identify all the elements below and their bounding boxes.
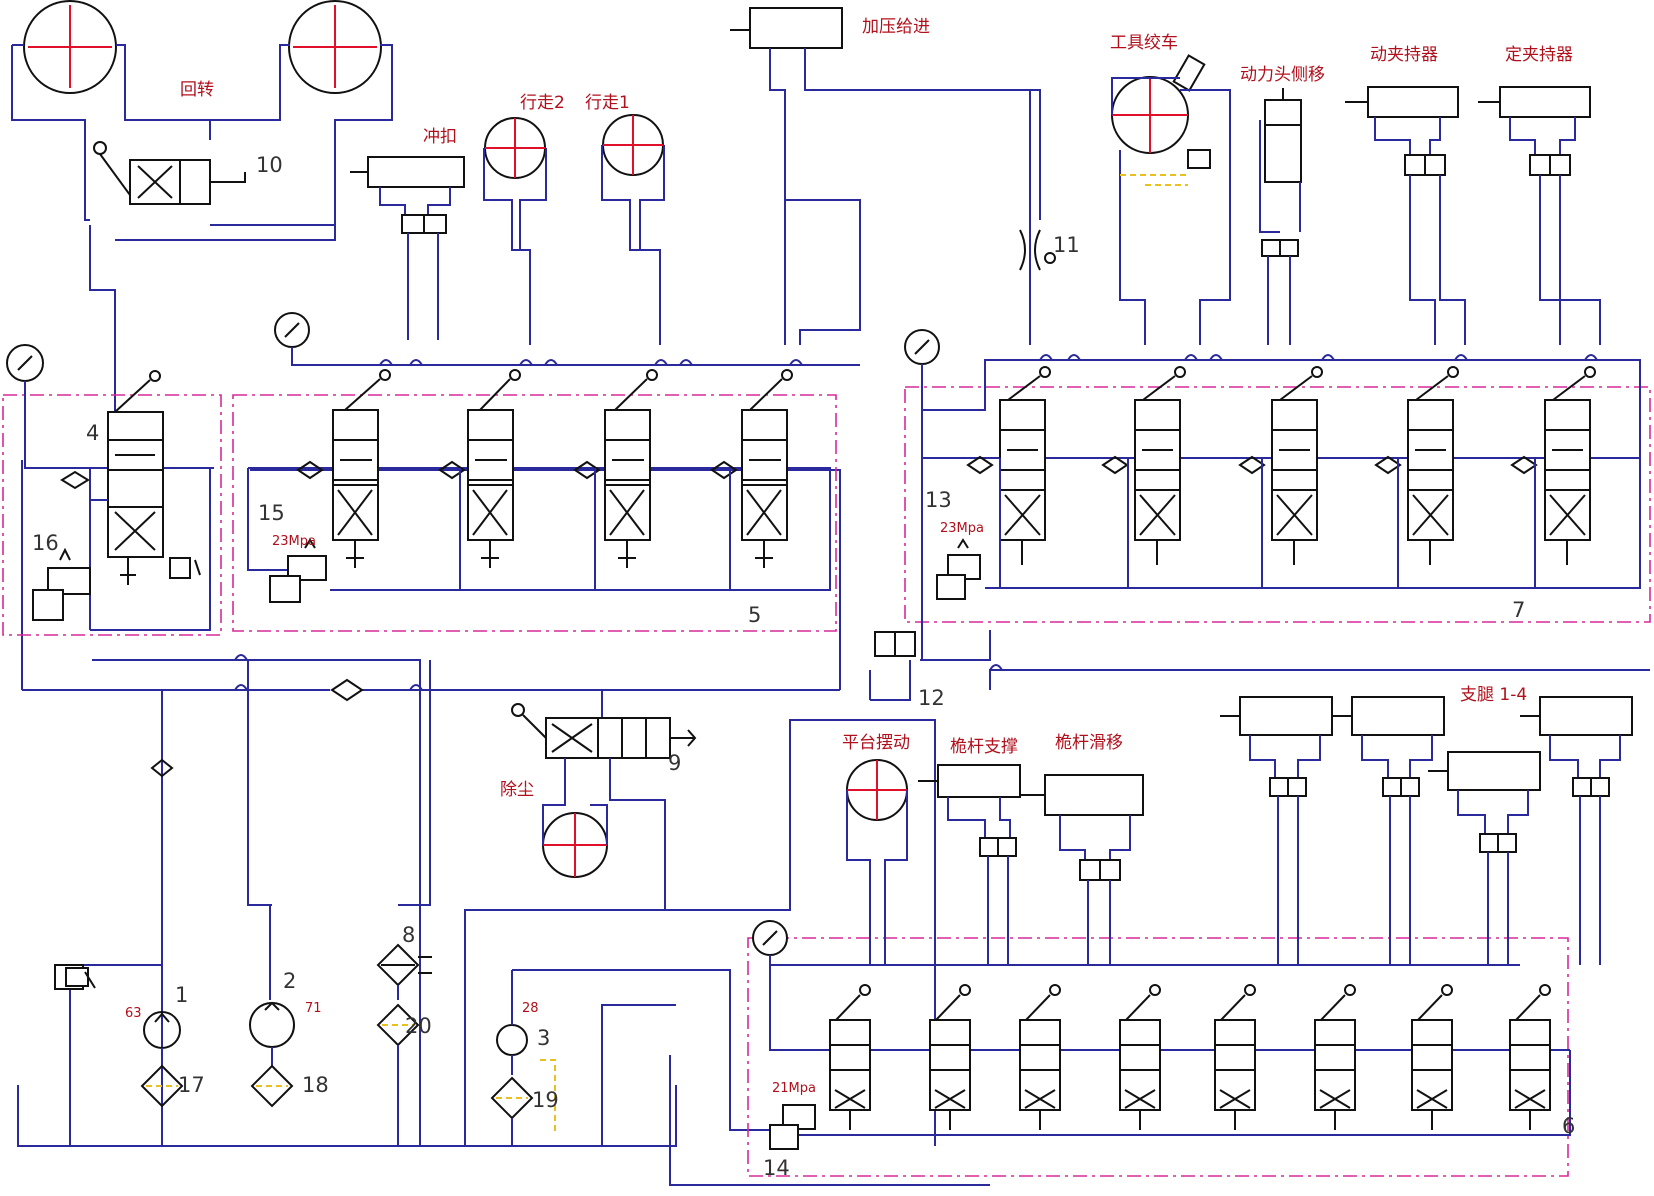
num-8: 8 [402, 923, 415, 947]
label-weiganhuayi: 桅杆滑移 [1055, 733, 1123, 753]
num-18: 18 [302, 1073, 329, 1097]
label-gongjujiaoche: 工具绞车 [1110, 33, 1178, 53]
block-5-valves [296, 359, 803, 590]
num-4: 4 [86, 421, 99, 445]
num-14: 14 [763, 1156, 790, 1180]
block-6 [747, 920, 1571, 1177]
num-16: 16 [32, 531, 59, 555]
component-numbers: 1 2 3 4 5 6 7 8 9 10 11 12 13 14 15 16 1… [32, 153, 1575, 1180]
valve-6a [829, 984, 871, 1130]
chongkou-cylinder [350, 156, 465, 340]
block-7-valves [966, 354, 1598, 588]
fixed-clamp [1478, 86, 1601, 345]
label-dingjiachiqi: 定夹持器 [1505, 45, 1573, 65]
moving-clamp [1345, 86, 1466, 345]
num-12: 12 [918, 686, 945, 710]
num-19: 19 [532, 1088, 559, 1112]
num-7: 7 [1512, 598, 1525, 622]
check-valve-main [330, 678, 364, 702]
pressure-labels: 23Mpa 23Mpa 21Mpa [272, 521, 984, 1096]
filter-20 [376, 1003, 420, 1146]
label-xingzou1: 行走1 [585, 93, 630, 113]
valve-7e [1510, 366, 1596, 588]
num-10: 10 [256, 153, 283, 177]
label-jiayageijin: 加压给进 [862, 17, 930, 37]
label-dongjiachiqi: 动夹持器 [1370, 45, 1438, 65]
power-head-shift [1259, 88, 1302, 345]
label-pump-63: 63 [125, 1006, 142, 1021]
pump-3 [496, 970, 528, 1075]
label-pump-28: 28 [522, 1001, 539, 1016]
pump-2 [249, 1001, 295, 1066]
label-weiganzhicheng: 桅杆支撑 [950, 737, 1018, 757]
block-4 [2, 344, 222, 636]
travel-motor-1 [601, 114, 665, 345]
valve-6c [1019, 984, 1061, 1130]
label-xingzou2: 行走2 [520, 93, 565, 113]
num-20: 20 [405, 1014, 432, 1038]
label-pressure-15: 23Mpa [272, 534, 316, 549]
num-3: 3 [537, 1026, 550, 1050]
chinese-labels: 回转 冲扣 行走2 行走1 加压给进 工具绞车 动力头侧移 动夹持器 定夹持器 … [180, 17, 1573, 800]
valve-6b [929, 984, 971, 1130]
outrigger-cylinders [1220, 696, 1633, 965]
valve-5d [710, 369, 793, 590]
valve-6g [1411, 984, 1453, 1130]
valve-5a [296, 369, 391, 568]
label-zhitui: 支腿 1-4 [1460, 685, 1527, 705]
num-17: 17 [178, 1073, 205, 1097]
label-chuchen: 除尘 [500, 780, 534, 800]
filter-19 [490, 1059, 556, 1146]
num-9: 9 [668, 751, 681, 775]
label-pressure-13: 23Mpa [940, 521, 984, 536]
valve-6e [1214, 984, 1256, 1130]
num-13: 13 [925, 488, 952, 512]
valve-6h [1509, 984, 1551, 1130]
label-pressure-14: 21Mpa [772, 1081, 816, 1096]
num-1: 1 [175, 983, 188, 1007]
num-6: 6 [1562, 1114, 1575, 1138]
label-pingtaibaidong: 平台摆动 [842, 733, 910, 753]
valve-5c [573, 369, 658, 590]
rotary-valve-10 [93, 141, 246, 205]
num-2: 2 [283, 969, 296, 993]
num-11: 11 [1053, 233, 1080, 257]
pump-1 [143, 758, 181, 1066]
main-relief [54, 964, 96, 990]
block-7 [869, 329, 1651, 701]
label-pump-71: 71 [305, 1001, 322, 1016]
filter-18 [250, 1064, 294, 1108]
block-5 [232, 312, 860, 632]
num-15: 15 [258, 501, 285, 525]
mast-support-cylinder [918, 764, 1021, 965]
valve-6f [1314, 984, 1356, 1130]
valve-7d [1374, 366, 1459, 588]
tool-winch [1111, 54, 1231, 345]
mast-slide-cylinder [1020, 774, 1144, 965]
label-huizhuan: 回转 [180, 80, 214, 100]
label-chongkou: 冲扣 [423, 127, 457, 147]
pipe-jumps [234, 654, 1003, 691]
valve-7a [966, 366, 1051, 588]
filter-8 [376, 943, 432, 1000]
platform-swing-motor [846, 759, 908, 965]
tank [17, 1004, 677, 1147]
valve-7c [1238, 366, 1323, 588]
num-5: 5 [748, 603, 761, 627]
dust-removal [511, 703, 697, 910]
throttle-valve-11 [1019, 90, 1056, 345]
block-6-valves [829, 984, 1551, 1130]
filter-17 [140, 1064, 184, 1108]
travel-motor-2 [483, 117, 547, 345]
valve-7b [1101, 366, 1186, 588]
valve-5b [438, 369, 521, 590]
label-donglitouceyi: 动力头侧移 [1240, 65, 1325, 85]
rotary-motors [11, 0, 393, 460]
valve-6d [1119, 984, 1161, 1130]
pump-value-labels: 63 71 28 [125, 1001, 539, 1021]
feed-cylinder [730, 7, 1041, 345]
